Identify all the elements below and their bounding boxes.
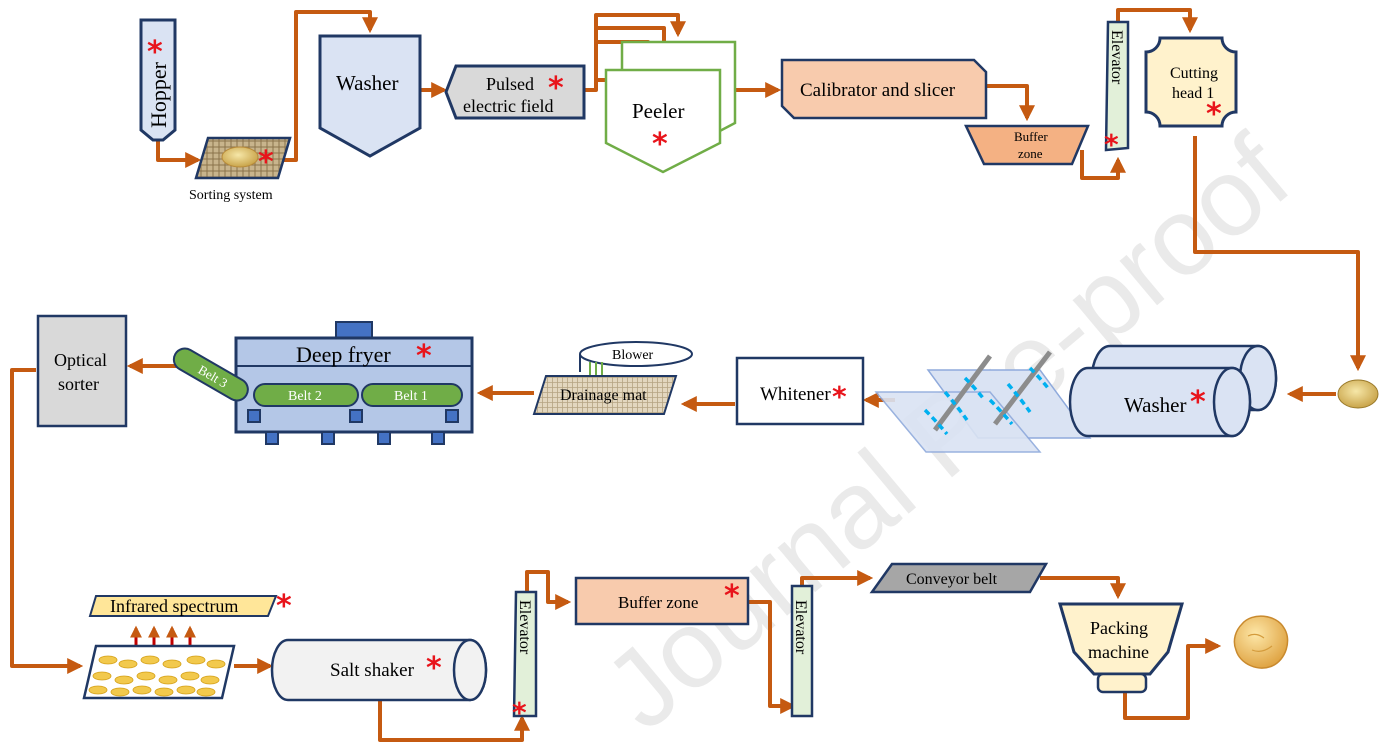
arrow-cutting-to-slice — [1193, 136, 1366, 372]
pulsed-label-line1: Pulsed — [486, 74, 534, 94]
washer-1-label: Washer — [336, 71, 398, 95]
potato-slice-icon — [1337, 379, 1379, 409]
elevator-1-marker-icon: * — [1104, 128, 1119, 161]
infrared-label: Infrared spectrum — [110, 596, 238, 616]
arrow-pulsed-to-peeler — [584, 13, 686, 92]
conveyor-belt: Conveyor belt — [869, 562, 1049, 594]
deep-fryer-marker-icon: * — [416, 339, 432, 374]
deep-fryer-label: Deep fryer — [296, 342, 391, 367]
cutting-label-line1: Cutting — [1170, 65, 1218, 82]
arrow-calibrator-to-buffer — [986, 84, 1035, 122]
belt-1-label: Belt 1 — [394, 389, 428, 404]
arrow-packing-to-chip — [1123, 638, 1222, 720]
hopper: Hopper * — [139, 18, 177, 142]
elevator-1-label: Elevator — [1108, 30, 1125, 85]
spray-bar-icon — [932, 350, 1052, 432]
sorting-label: Sorting system — [189, 188, 273, 203]
salt-shaker: Salt shaker * — [270, 638, 488, 702]
elevator-2-label: Elevator — [516, 600, 533, 655]
buffer-zone-top: Buffer zone — [964, 124, 1090, 166]
arrow-elevator-to-cutting — [1116, 8, 1198, 34]
arrow-buffer-to-elevator — [1080, 150, 1126, 180]
cutting-head: Cutting head 1 * — [1144, 36, 1238, 132]
belt-2-label: Belt 2 — [288, 389, 322, 404]
arrow-buffer-to-elevator3 — [748, 600, 797, 714]
peeler: Peeler * — [604, 40, 737, 174]
washer-2-label: Washer — [1124, 393, 1186, 417]
arrow-sorting-to-washer — [282, 10, 378, 162]
cutting-label-line2: head 1 — [1172, 85, 1214, 102]
whitener-marker-icon: * — [832, 380, 847, 413]
conveyor-label: Conveyor belt — [906, 571, 998, 588]
arrow-optical-to-infrared — [10, 368, 84, 674]
arrow-conveyor-to-packing — [1040, 576, 1126, 600]
sorting-marker-icon: * — [258, 145, 274, 180]
buffer-zone-bottom: Buffer zone * — [574, 576, 750, 626]
calibrator-label: Calibrator and slicer — [800, 80, 956, 101]
optical-label-line2: sorter — [58, 374, 99, 394]
elevator-3-label: Elevator — [792, 600, 809, 655]
connector-arrows — [10, 8, 1366, 742]
chips-tray — [82, 644, 236, 700]
potato-chips-icon — [88, 655, 226, 697]
salt-shaker-label: Salt shaker — [330, 660, 415, 681]
buffer-top-line2: zone — [1018, 146, 1043, 161]
optical-label-line1: Optical — [54, 350, 107, 370]
belt-1 — [361, 383, 463, 407]
salt-shaker-marker-icon: * — [426, 651, 442, 686]
sorting-system: * Sorting system — [189, 136, 292, 203]
infrared-spectrum: Infrared spectrum * — [88, 589, 292, 656]
infrared-marker-icon: * — [276, 589, 292, 624]
blower-label: Blower — [612, 348, 654, 363]
belt-2 — [253, 383, 359, 407]
buffer-bottom-label: Buffer zone — [618, 593, 698, 612]
pulsed-electric-field: Pulsed electric field * — [444, 64, 586, 120]
drainage-mat: Blower Drainage mat — [532, 341, 693, 415]
elevator-2-marker-icon: * — [512, 696, 527, 729]
drainage-label: Drainage mat — [560, 387, 647, 404]
fryer-feet — [247, 409, 459, 445]
washer-2: Washer * — [874, 344, 1278, 453]
pulsed-marker-icon: * — [548, 71, 564, 106]
arrow-elevator-to-buffer — [525, 570, 572, 610]
optical-sorter: Optical sorter — [36, 314, 128, 428]
packing-machine: Packing machine — [1058, 602, 1184, 694]
elevator-1: Elevator * — [1104, 20, 1130, 161]
pulsed-label-line2: electric field — [463, 96, 553, 116]
arrow-salt-to-elevator — [378, 694, 530, 742]
buffer-bottom-marker-icon: * — [724, 579, 740, 614]
arrow-hopper-to-sorting — [156, 140, 202, 168]
whitener-label: Whitener — [760, 384, 831, 405]
elevator-3: Elevator — [790, 584, 814, 718]
calibrator-slicer: Calibrator and slicer — [780, 58, 988, 120]
washer-1: Washer — [318, 34, 422, 158]
hopper-marker-icon: * — [147, 35, 163, 70]
whitener: Whitener * — [735, 356, 865, 426]
potato-icon — [221, 146, 259, 168]
packing-label-line1: Packing — [1090, 618, 1148, 638]
elevator-2: Elevator * — [512, 590, 538, 729]
peeler-marker-icon: * — [652, 127, 668, 162]
arrow-elevator-to-conveyor — [800, 570, 874, 588]
peeler-label: Peeler — [632, 99, 684, 123]
potato-chip-icon — [1233, 615, 1289, 669]
cutting-marker-icon: * — [1206, 97, 1222, 132]
washer-2-marker-icon: * — [1190, 385, 1206, 420]
deep-fryer: Deep fryer * Belt 2 Belt 1 Belt 3 — [172, 321, 474, 445]
water-spray-icon — [923, 366, 1050, 436]
hopper-label: Hopper — [146, 61, 171, 128]
buffer-top-line1: Buffer — [1014, 129, 1048, 144]
packing-label-line2: machine — [1088, 642, 1149, 662]
